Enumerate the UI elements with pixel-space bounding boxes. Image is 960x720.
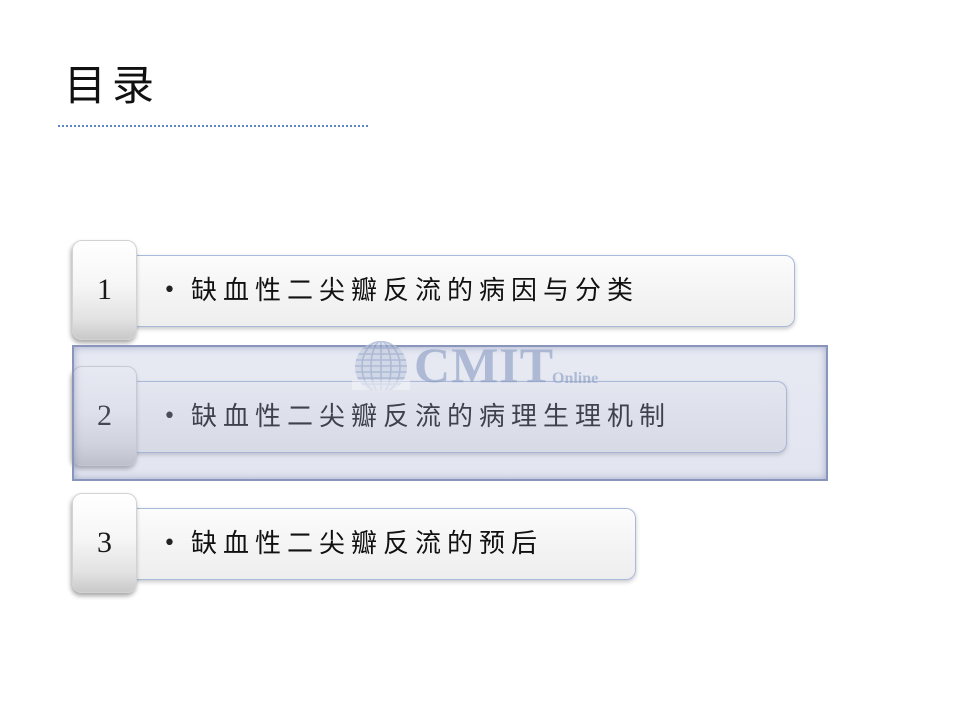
- toc-item-text: 缺血性二尖瓣反流的病理生理机制: [191, 402, 672, 432]
- slide-title: 目录: [64, 61, 161, 110]
- bullet: •: [163, 404, 176, 429]
- bullet: •: [163, 278, 176, 303]
- toc-item-panel[interactable]: • 缺血性二尖瓣反流的病理生理机制: [120, 381, 787, 453]
- bullet: •: [163, 531, 176, 556]
- toc-number-badge[interactable]: 2: [72, 366, 137, 466]
- toc-item-3[interactable]: • 缺血性二尖瓣反流的预后 3: [72, 493, 832, 595]
- title-underline-divider: [58, 125, 368, 127]
- toc-number-badge[interactable]: 3: [72, 493, 137, 593]
- toc-item-panel[interactable]: • 缺血性二尖瓣反流的病因与分类: [120, 255, 795, 327]
- toc-number-badge[interactable]: 1: [72, 240, 137, 340]
- toc-item-2[interactable]: • 缺血性二尖瓣反流的病理生理机制 2: [72, 366, 832, 468]
- toc-item-text: 缺血性二尖瓣反流的病因与分类: [191, 276, 640, 306]
- toc-item-panel[interactable]: • 缺血性二尖瓣反流的预后: [120, 508, 636, 580]
- toc-item-1[interactable]: • 缺血性二尖瓣反流的病因与分类 1: [72, 240, 832, 342]
- toc-item-text: 缺血性二尖瓣反流的预后: [191, 529, 544, 559]
